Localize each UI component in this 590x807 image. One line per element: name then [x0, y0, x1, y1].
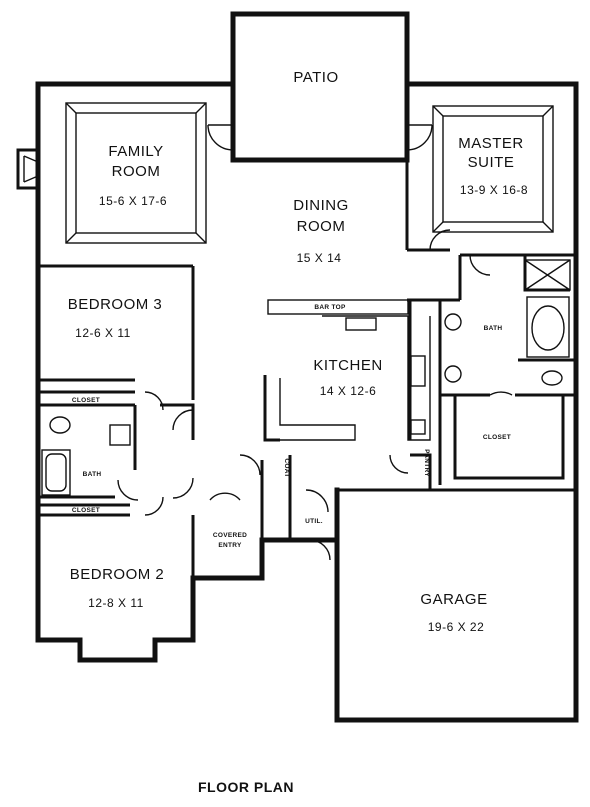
interior-walls — [38, 84, 576, 640]
bar-top-label: BAR TOP — [314, 304, 346, 311]
coat-label: COAT — [283, 458, 290, 477]
floor-plan-title: FLOOR PLAN — [198, 779, 294, 795]
exterior-walls — [35, 11, 579, 723]
garage-label: GARAGE 19-6 X 22 — [420, 591, 487, 634]
master-suite-size: 13-9 X 16-8 — [460, 183, 528, 197]
patio-label: PATIO — [293, 69, 338, 86]
dining-room-label: DINING ROOM 15 X 14 — [293, 197, 349, 265]
closet-master-label: CLOSET — [483, 434, 511, 441]
family-room-name-line2: ROOM — [112, 163, 161, 180]
closet-b2-label: CLOSET — [72, 507, 100, 514]
bedroom2-label: BEDROOM 2 12-8 X 11 — [70, 566, 165, 610]
bath-hall-label: BATH — [83, 471, 102, 478]
covered-entry-label: COVERED ENTRY — [213, 532, 247, 549]
family-room-tray-ceiling — [65, 102, 207, 244]
closet-b3-label: CLOSET — [72, 397, 100, 404]
kitchen-name: KITCHEN — [313, 357, 382, 374]
bedroom2-size: 12-8 X 11 — [88, 596, 144, 610]
master-suite-name-line2: SUITE — [468, 154, 515, 171]
bedroom3-name: BEDROOM 3 — [68, 296, 163, 313]
bedroom3-size: 12-6 X 11 — [75, 326, 131, 340]
util-label: UTIL. — [305, 518, 323, 525]
garage-size: 19-6 X 22 — [428, 620, 485, 634]
doors — [117, 124, 513, 561]
hall-bath-fixtures — [41, 416, 131, 496]
bath-master-label: BATH — [484, 325, 503, 332]
bedroom3-label: BEDROOM 3 12-6 X 11 — [68, 296, 163, 340]
dining-room-name-line1: DINING — [293, 197, 349, 214]
dining-room-name-line2: ROOM — [297, 218, 346, 235]
kitchen-size: 14 X 12-6 — [320, 384, 377, 398]
garage-door-marks — [80, 659, 555, 721]
garage-name: GARAGE — [420, 591, 487, 608]
family-room-size: 15-6 X 17-6 — [99, 194, 167, 208]
bedroom2-name: BEDROOM 2 — [70, 566, 165, 583]
master-suite-name-line1: MASTER — [458, 135, 524, 152]
family-room-name-line1: FAMILY — [108, 143, 163, 160]
master-suite-tray-ceiling — [432, 105, 554, 233]
covered-entry-line2: ENTRY — [218, 542, 242, 549]
dining-room-size: 15 X 14 — [297, 251, 342, 265]
kitchen-label: KITCHEN 14 X 12-6 — [313, 357, 382, 398]
master-suite-label: MASTER SUITE 13-9 X 16-8 — [458, 135, 528, 197]
pantry-label: PANTRY — [423, 449, 430, 477]
family-room-label: FAMILY ROOM 15-6 X 17-6 — [99, 143, 167, 208]
covered-entry-line1: COVERED — [213, 532, 247, 539]
fireplace — [16, 148, 39, 190]
kitchen-counters — [267, 299, 431, 441]
master-bath-fixtures — [444, 259, 571, 386]
